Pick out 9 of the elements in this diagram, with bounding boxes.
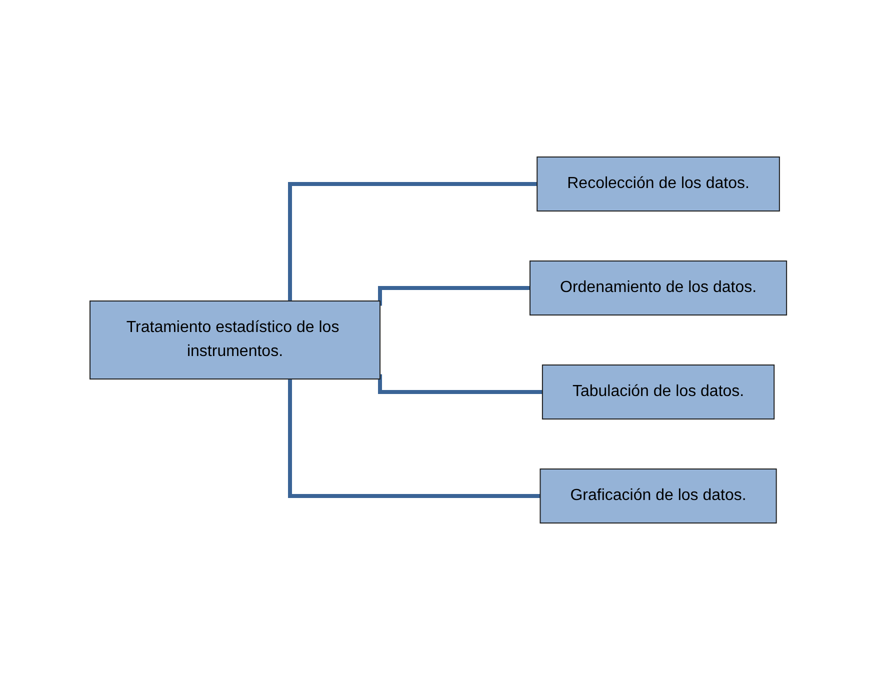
node-box: Ordenamiento de los datos. xyxy=(529,260,787,315)
connector xyxy=(288,378,540,498)
node-box: Tabulación de los datos. xyxy=(542,364,774,419)
connector xyxy=(378,374,542,394)
node-box: Graficación de los datos. xyxy=(539,468,777,523)
node-box: Recolección de los datos. xyxy=(536,156,780,211)
connector xyxy=(288,182,537,300)
node-box: Tratamiento estadístico de los instrumentos. xyxy=(89,300,380,379)
connector xyxy=(378,286,530,306)
